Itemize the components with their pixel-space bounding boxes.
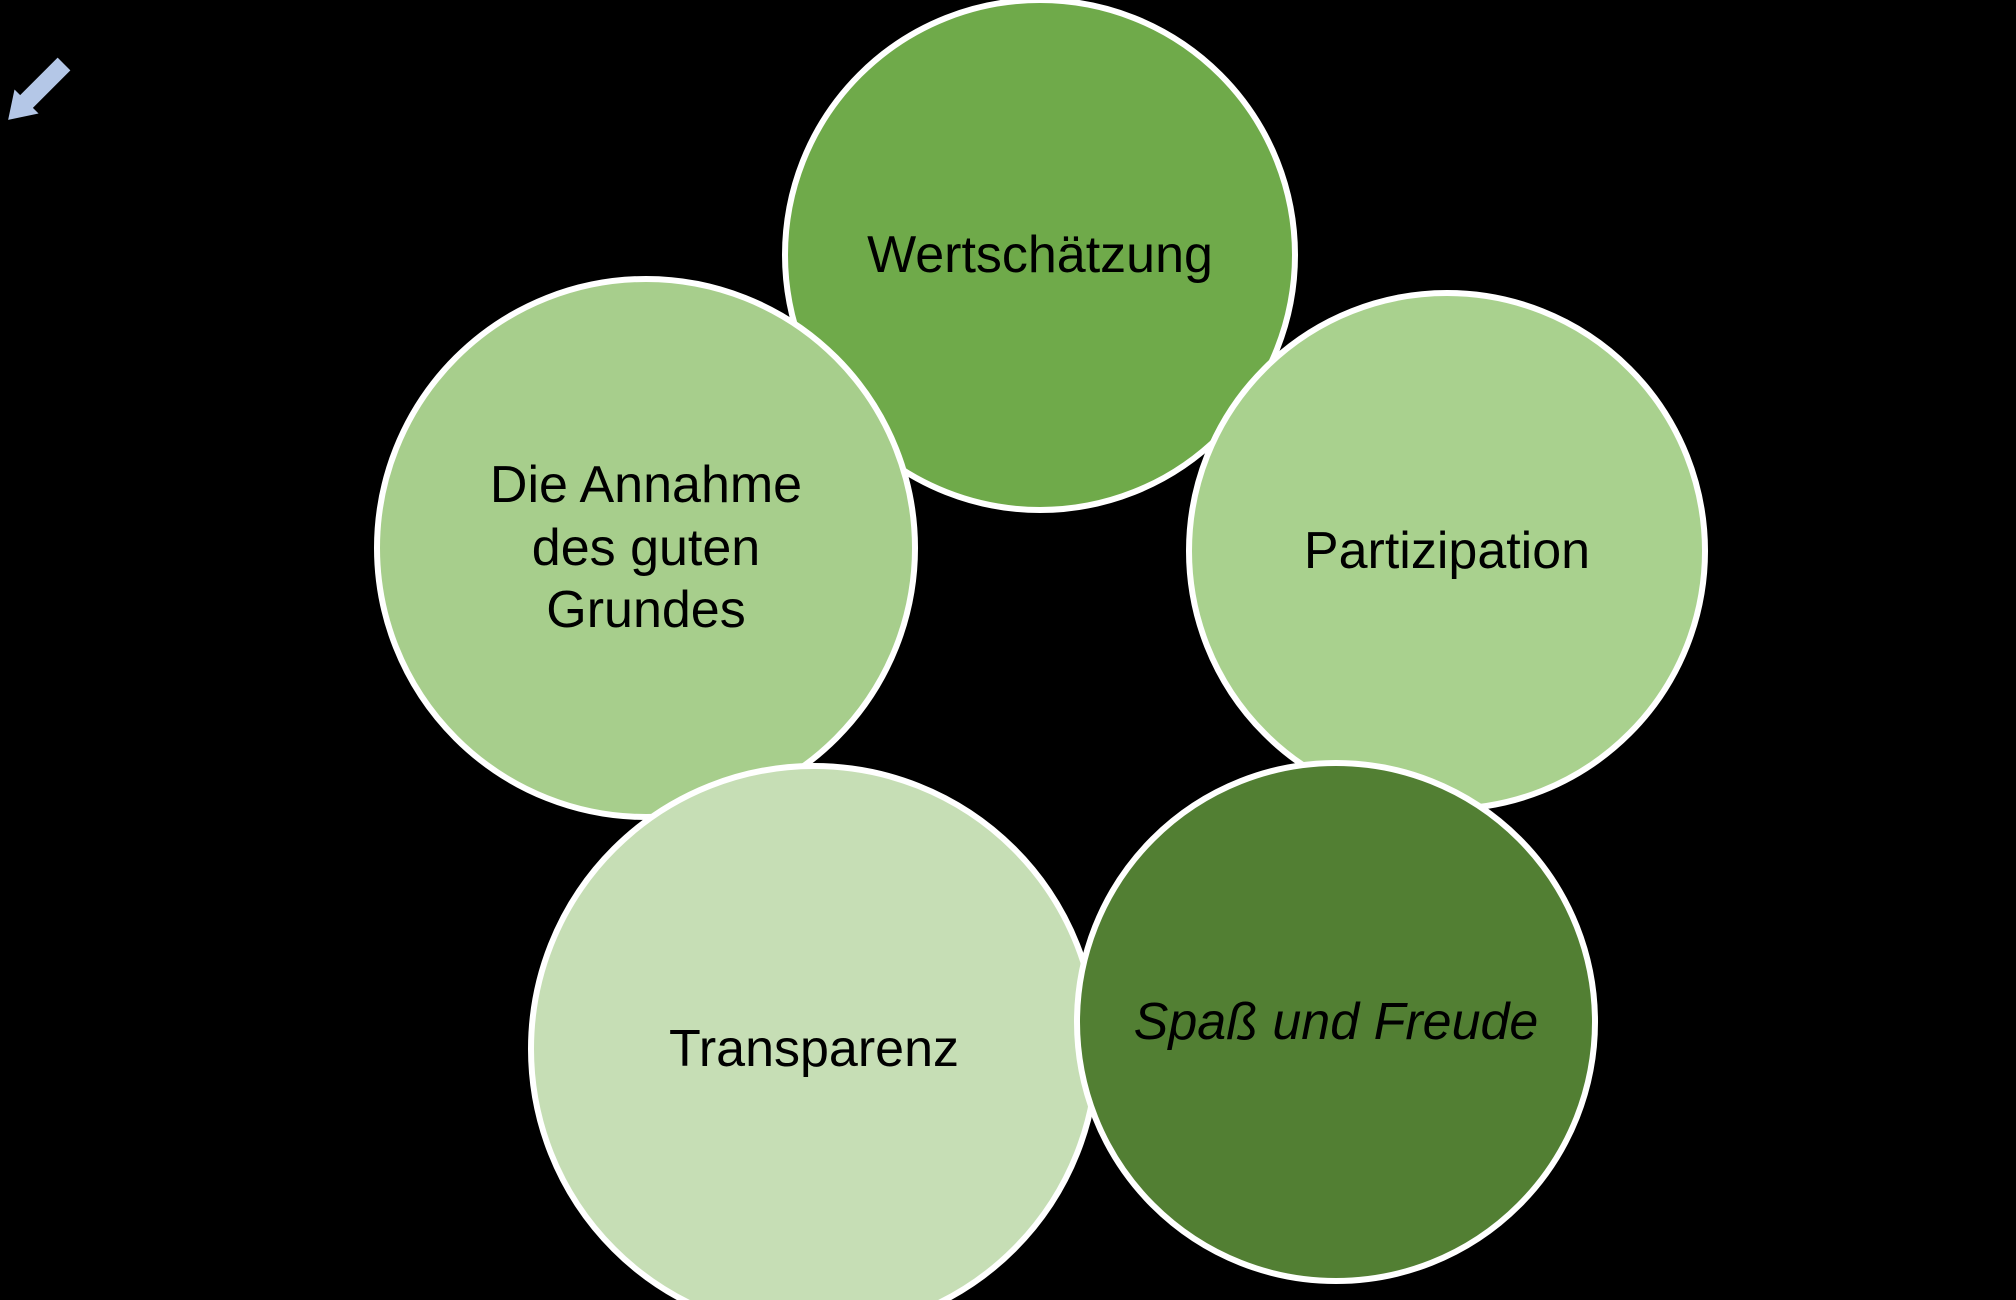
circle-label-die-annahme-des-guten-grundes: Die Annahme des guten Grundes (489, 456, 803, 640)
down-left-arrow-icon (8, 57, 71, 120)
circle-label-wertschaetzung: Wertschätzung (867, 225, 1213, 284)
circle-transparenz: Transparenz (528, 763, 1100, 1300)
circle-label-spass-und-freude: Spaß und Freude (1133, 992, 1539, 1051)
circle-label-partizipation: Partizipation (1303, 521, 1591, 580)
circle-label-transparenz: Transparenz (669, 1019, 959, 1078)
circle-die-annahme-des-guten-grundes: Die Annahme des guten Grundes (374, 276, 918, 820)
down-left-arrow-shape (8, 57, 71, 120)
circle-partizipation: Partizipation (1186, 290, 1708, 812)
circle-spass-und-freude: Spaß und Freude (1074, 760, 1598, 1284)
